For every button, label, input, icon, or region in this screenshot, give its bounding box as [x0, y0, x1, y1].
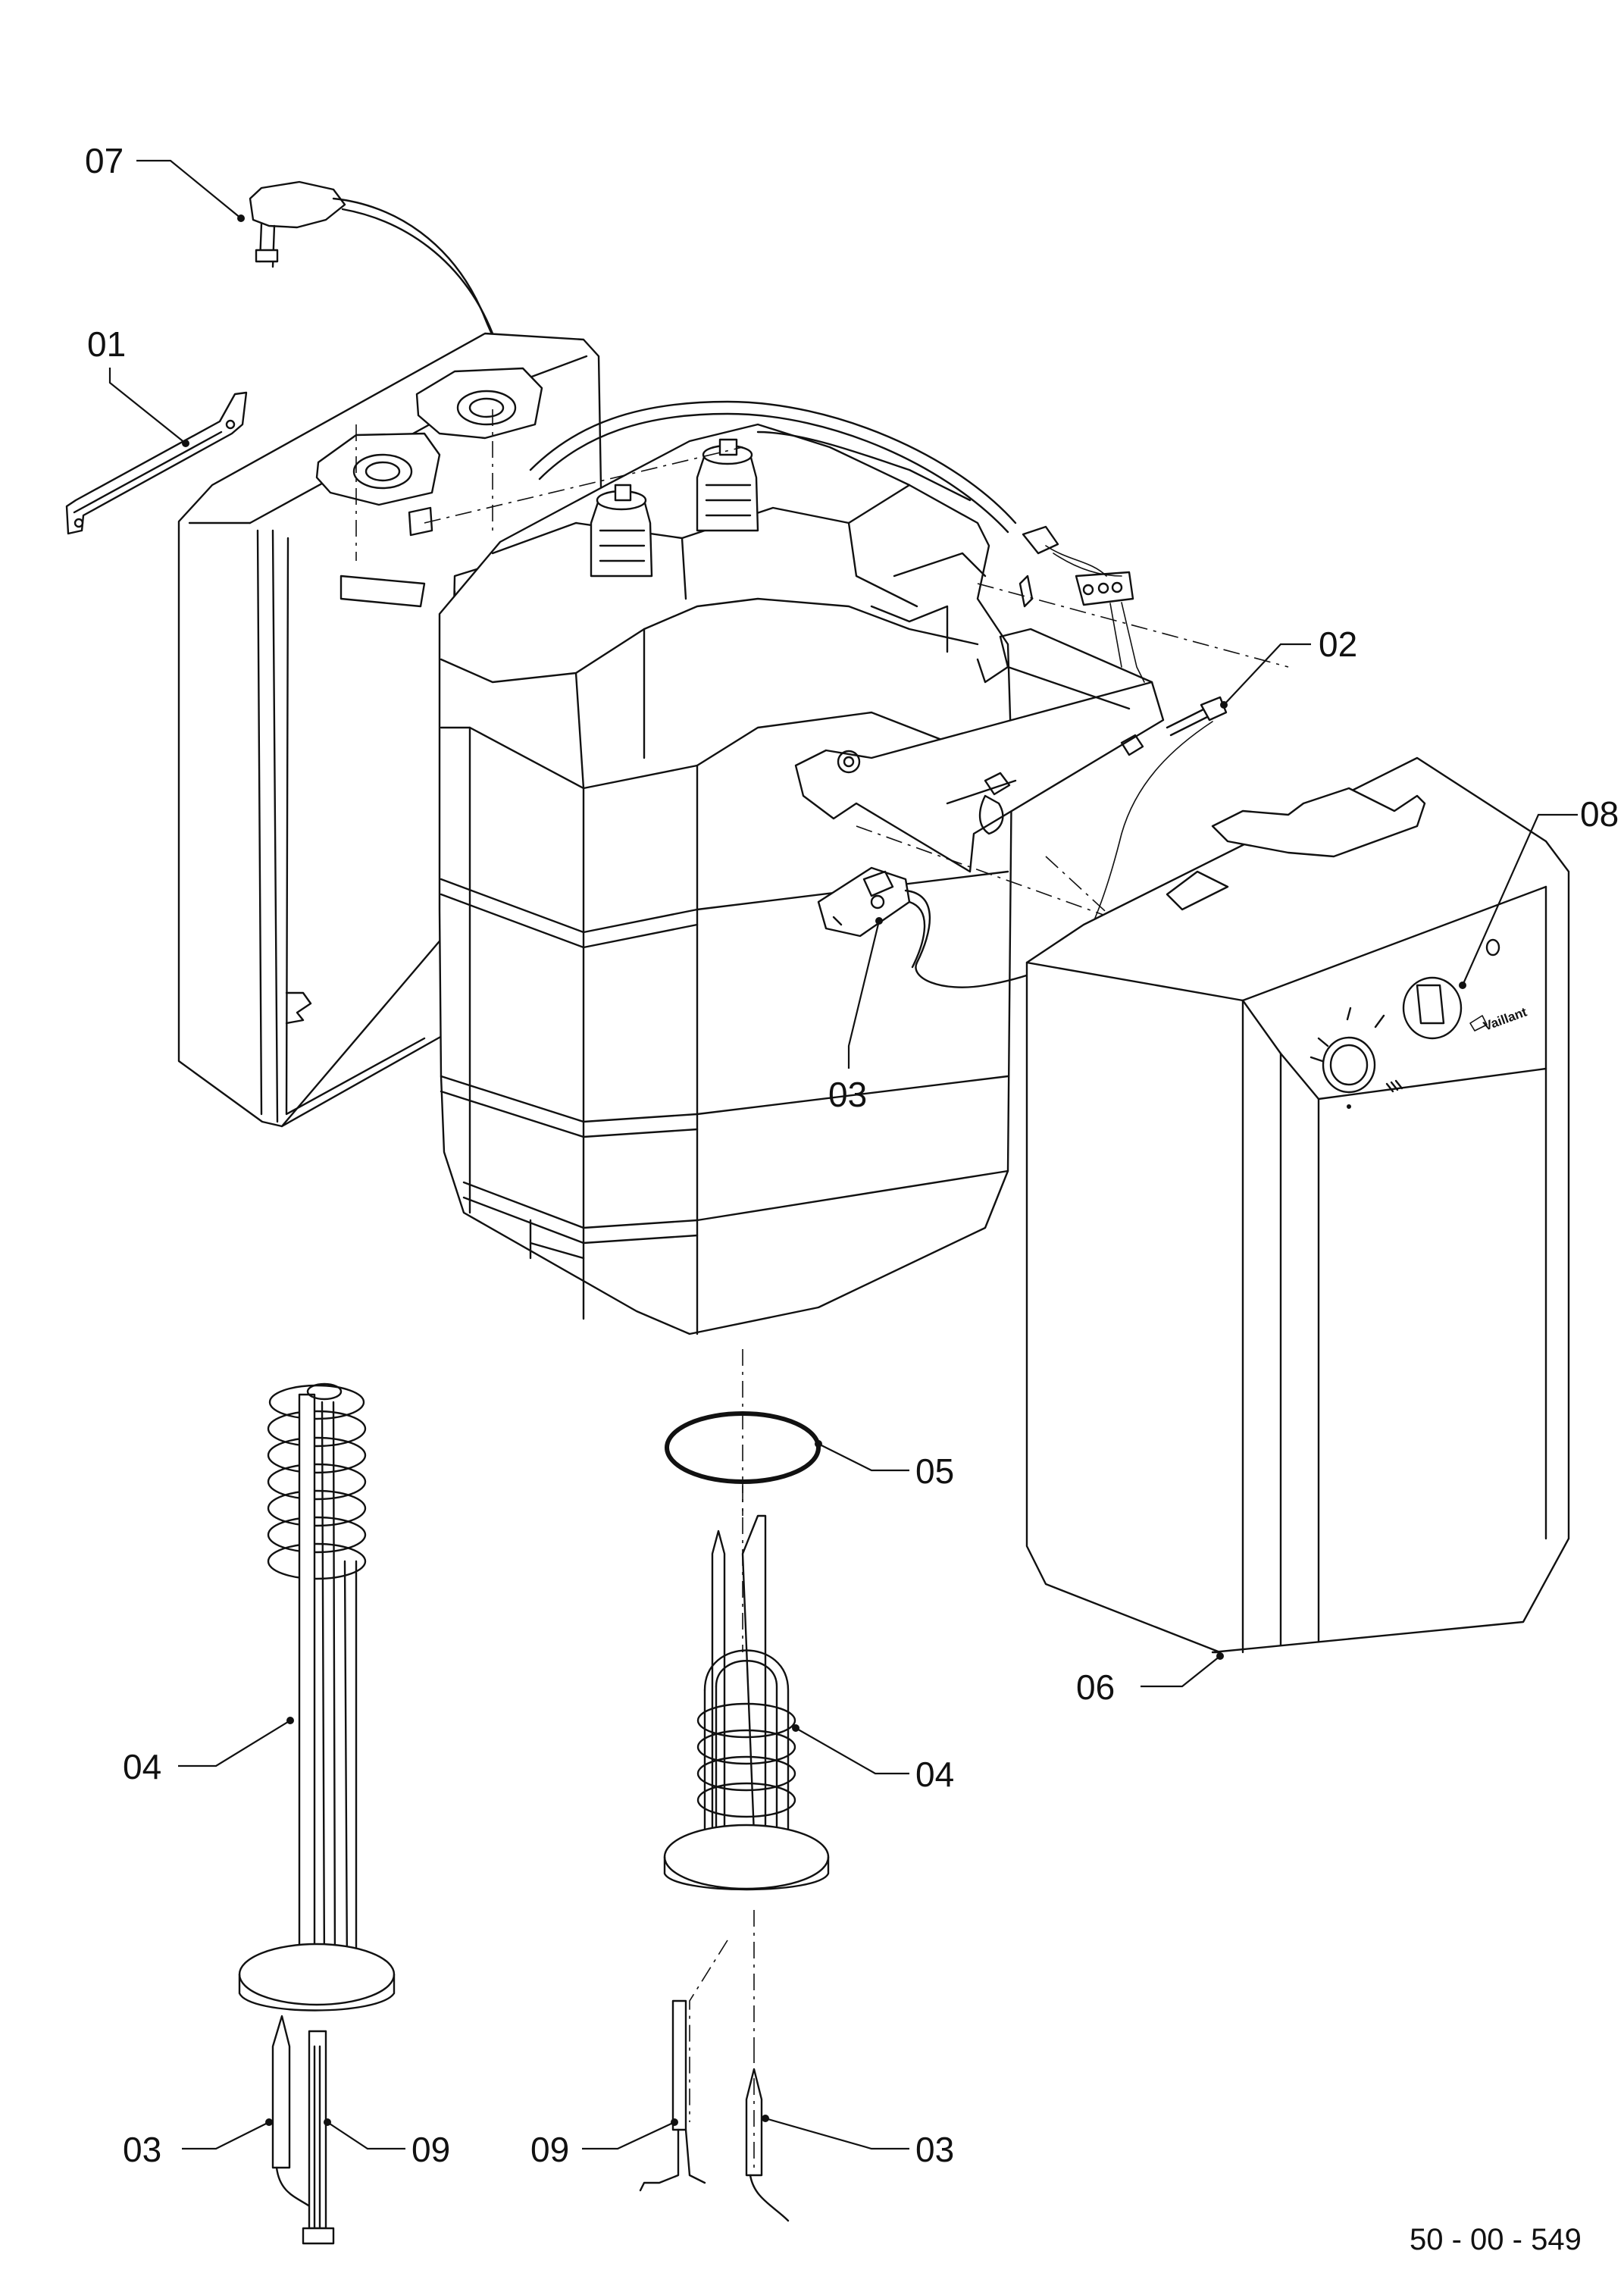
heating-element-left: [238, 1382, 396, 2245]
callout-08: 08: [1580, 794, 1619, 834]
callout-06: 06: [1076, 1667, 1115, 1707]
callout-01: 01: [87, 324, 126, 364]
wall-mounting-bracket: [65, 391, 248, 535]
callout-04-left: 04: [123, 1747, 161, 1786]
callout-04-right: 04: [915, 1755, 954, 1794]
control-mounting-plate: [794, 525, 1228, 956]
callout-03-left: 03: [123, 2130, 161, 2169]
tank-body: [438, 400, 1017, 1335]
callout-05: 05: [915, 1451, 954, 1491]
callout-03-right: 03: [915, 2130, 954, 2169]
callout-02: 02: [1319, 625, 1357, 664]
heating-element-right: [639, 1514, 830, 2222]
front-cover: Vaillant: [1025, 756, 1570, 1654]
callout-09-right: 09: [530, 2130, 569, 2169]
drawing-number: 50 - 00 - 549: [1410, 2223, 1582, 2256]
callout-labels: 07 01 02 08 03 05 06 04 04 03 09 09 03 5…: [85, 141, 1619, 2256]
callout-leaders: [108, 159, 1578, 2150]
callout-09-left: 09: [411, 2130, 450, 2169]
callout-07: 07: [85, 141, 124, 180]
callout-03-upper: 03: [828, 1075, 867, 1114]
